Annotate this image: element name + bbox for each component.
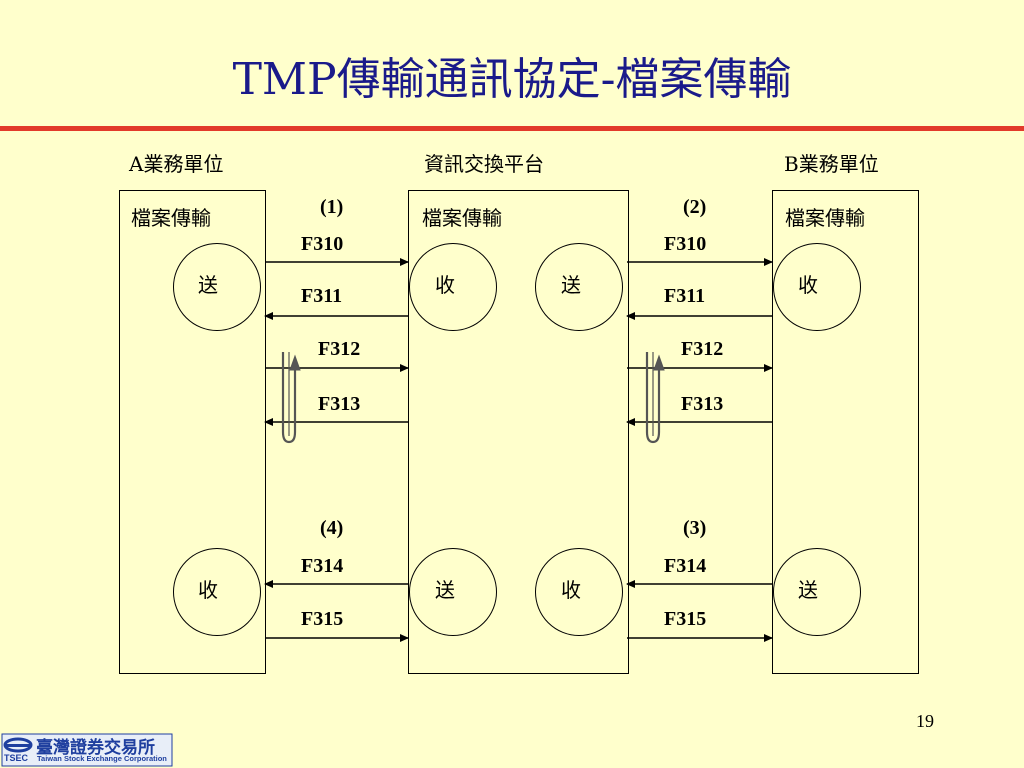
circle-platform-receive xyxy=(409,243,497,331)
repeat-loop-icon-right xyxy=(645,352,665,444)
box-unit-b xyxy=(772,190,919,674)
circle-platform-send-label: 送 xyxy=(561,273,581,297)
logo-mark-text: TSEC xyxy=(4,753,29,763)
box-unit-a xyxy=(119,190,266,674)
circle-platform-send xyxy=(535,243,623,331)
circle-b-receive xyxy=(773,243,861,331)
circle-a-receive xyxy=(173,548,261,636)
step-2-label: (2) xyxy=(683,196,707,218)
circle-platform-receive-bottom-label: 收 xyxy=(561,578,581,602)
msg-left-f315: F315 xyxy=(301,608,344,630)
logo-name-cn: 臺灣證券交易所 xyxy=(36,738,155,758)
msg-right-f315: F315 xyxy=(664,608,707,630)
box-label-unit-a: 檔案傳輸 xyxy=(131,206,211,230)
box-label-platform: 檔案傳輸 xyxy=(422,206,502,230)
title-divider xyxy=(0,126,1024,131)
circle-a-send xyxy=(173,243,261,331)
msg-left-f313: F313 xyxy=(318,393,361,415)
box-label-unit-b: 檔案傳輸 xyxy=(785,206,865,230)
circle-platform-send-bottom-label: 送 xyxy=(435,578,455,602)
step-3-label: (3) xyxy=(683,517,707,539)
circle-platform-send-bottom xyxy=(409,548,497,636)
msg-right-f312: F312 xyxy=(681,338,724,360)
msg-left-f310: F310 xyxy=(301,233,344,255)
box-platform xyxy=(408,190,629,674)
msg-left-f314: F314 xyxy=(301,555,344,577)
repeat-loop-icon-left xyxy=(281,352,301,444)
header-platform: 資訊交換平台 xyxy=(424,152,544,176)
msg-right-f314: F314 xyxy=(664,555,707,577)
circle-a-receive-label: 收 xyxy=(198,578,218,602)
circle-b-receive-label: 收 xyxy=(798,273,818,297)
step-1-label: (1) xyxy=(320,196,344,218)
logo-name-en: Taiwan Stock Exchange Corporation xyxy=(37,754,167,763)
msg-right-f313: F313 xyxy=(681,393,724,415)
header-unit-b: B業務單位 xyxy=(784,152,879,176)
circle-platform-receive-label: 收 xyxy=(435,273,455,297)
circle-platform-receive-bottom xyxy=(535,548,623,636)
page-number: 19 xyxy=(916,711,934,731)
msg-left-f311: F311 xyxy=(301,285,343,307)
circle-a-send-label: 送 xyxy=(198,273,218,297)
circle-b-send-label: 送 xyxy=(798,578,818,602)
step-4-label: (4) xyxy=(320,517,344,539)
msg-right-f310: F310 xyxy=(664,233,707,255)
circle-b-send xyxy=(773,548,861,636)
msg-right-f311: F311 xyxy=(664,285,706,307)
msg-left-f312: F312 xyxy=(318,338,361,360)
slide-title: TMP傳輸通訊協定-檔案傳輸 xyxy=(232,54,792,105)
header-unit-a: A業務單位 xyxy=(129,152,224,176)
